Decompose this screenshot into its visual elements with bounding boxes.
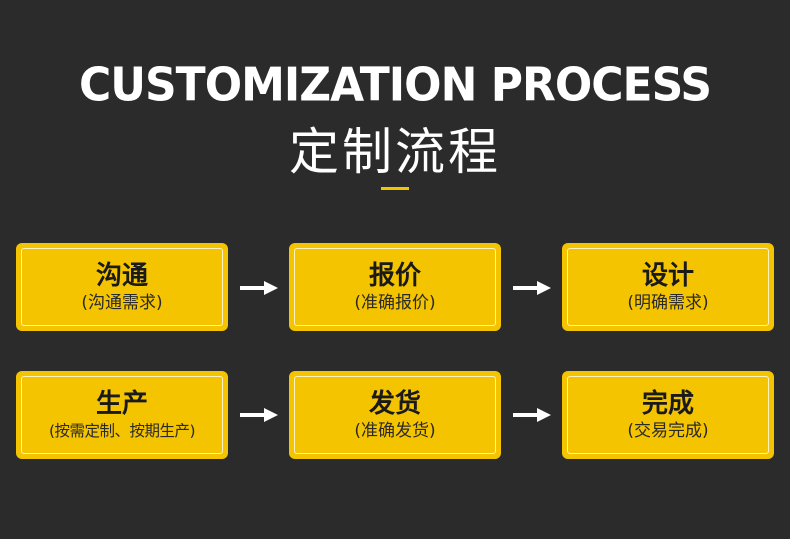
- step-subtitle: (准确报价): [354, 293, 436, 313]
- step-subtitle: (明确需求): [627, 293, 709, 313]
- step-title: 沟通: [95, 261, 148, 291]
- step-title: 完成: [641, 389, 694, 419]
- step-title: 报价: [368, 261, 421, 291]
- step-card-produce: 生产 (按需定制、按期生产): [16, 371, 228, 459]
- title-chinese: 定制流程: [289, 123, 501, 181]
- step-title: 生产: [95, 389, 148, 419]
- step-card-communicate: 沟通 (沟通需求): [16, 243, 228, 331]
- arrow-right-icon: [513, 281, 551, 295]
- step-subtitle: (沟通需求): [81, 293, 163, 313]
- arrow-right-icon: [513, 408, 551, 422]
- step-card-design: 设计 (明确需求): [562, 243, 774, 331]
- step-card-complete: 完成 (交易完成): [562, 371, 774, 459]
- title-english: CUSTOMIZATION PROCESS: [78, 58, 712, 113]
- step-subtitle: (按需定制、按期生产): [48, 422, 196, 440]
- step-title: 设计: [641, 261, 694, 291]
- step-card-ship: 发货 (准确发货): [289, 371, 501, 459]
- step-title: 发货: [368, 389, 421, 419]
- title-underline: [381, 187, 409, 190]
- arrow-right-icon: [240, 408, 278, 422]
- arrow-right-icon: [240, 281, 278, 295]
- step-subtitle: (交易完成): [627, 421, 709, 441]
- step-card-quote: 报价 (准确报价): [289, 243, 501, 331]
- step-subtitle: (准确发货): [354, 421, 436, 441]
